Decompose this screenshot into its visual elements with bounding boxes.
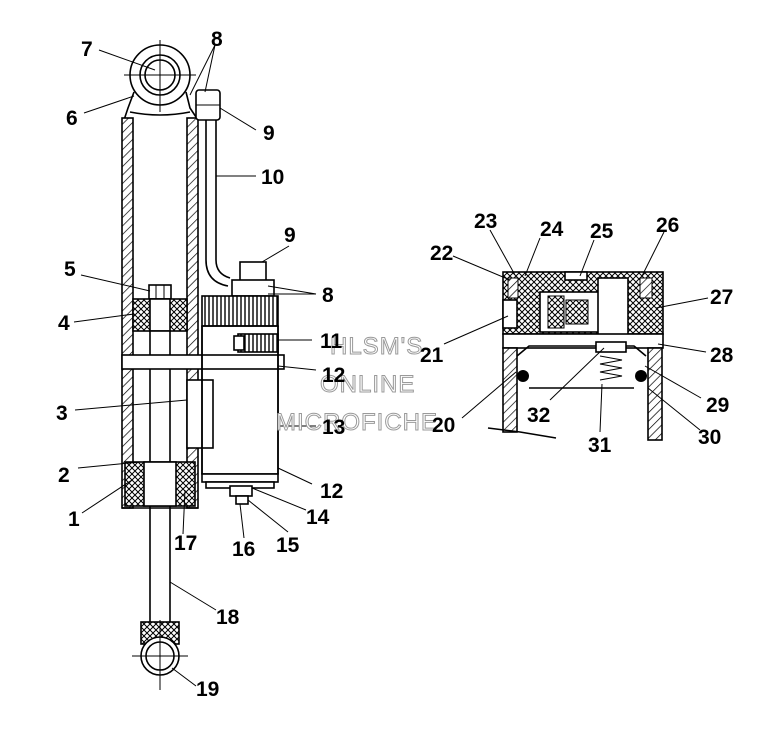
reservoir-clamp-band	[121, 354, 285, 370]
callout-11: 11	[320, 330, 343, 353]
callout-6: 6	[66, 107, 78, 130]
callout-1: 1	[68, 508, 80, 531]
callout-25: 25	[590, 220, 614, 243]
detail-o-ring-left	[517, 370, 529, 382]
callout-18: 18	[216, 606, 240, 629]
callout-14: 14	[306, 506, 330, 529]
callout-13: 13	[322, 416, 345, 439]
callout-32: 32	[527, 404, 550, 427]
callout-21: 21	[420, 344, 444, 367]
callout-29: 29	[706, 394, 729, 417]
callout-16: 16	[232, 538, 255, 561]
callout-26: 26	[656, 214, 679, 237]
callout-4: 4	[58, 312, 70, 335]
callout-27: 27	[710, 286, 733, 309]
callout-23: 23	[474, 210, 497, 233]
watermark: HLSM'S ONLINE MICROFICHE	[276, 333, 438, 437]
callout-9-top: 9	[263, 122, 275, 145]
shock-main-body	[121, 40, 285, 690]
callout-labels: 7 6 8 9 10 9 8 5 4 11 12 3 13 2 12 1 14 …	[56, 28, 734, 701]
detail-o-ring-right	[635, 370, 647, 382]
body-tube-left-wall	[121, 117, 134, 509]
callout-8-top: 8	[211, 28, 223, 51]
callout-28: 28	[710, 344, 734, 367]
callout-5: 5	[64, 258, 76, 281]
watermark-line-1: HLSM'S	[330, 333, 423, 360]
reservoir-hose	[205, 120, 229, 287]
callout-20: 20	[432, 414, 455, 437]
callout-19: 19	[196, 678, 219, 701]
callout-15: 15	[276, 534, 300, 557]
detail-left-tube	[502, 347, 518, 433]
watermark-line-3: MICROFICHE	[276, 409, 438, 436]
callout-7: 7	[81, 38, 93, 61]
callout-12-lower: 12	[320, 480, 343, 503]
callout-12-upper: 12	[322, 364, 345, 387]
callout-3: 3	[56, 402, 68, 425]
callout-30: 30	[698, 426, 721, 449]
reservoir-body	[201, 325, 279, 475]
callout-31: 31	[588, 434, 612, 457]
reservoir-cap	[201, 295, 279, 327]
callout-24: 24	[540, 218, 564, 241]
leader-lines	[73, 44, 709, 687]
body-label	[186, 379, 214, 449]
callout-22: 22	[430, 242, 453, 265]
detail-view-piston-head	[487, 271, 664, 441]
callout-2: 2	[58, 464, 70, 487]
watermark-line-2: ONLINE	[320, 371, 415, 398]
reservoir-assembly	[195, 89, 279, 505]
callout-10: 10	[261, 166, 284, 189]
callout-9-mid: 9	[284, 224, 296, 247]
callout-8-mid: 8	[322, 284, 334, 307]
body-tube-right-wall	[186, 117, 199, 509]
callout-17: 17	[174, 532, 197, 555]
